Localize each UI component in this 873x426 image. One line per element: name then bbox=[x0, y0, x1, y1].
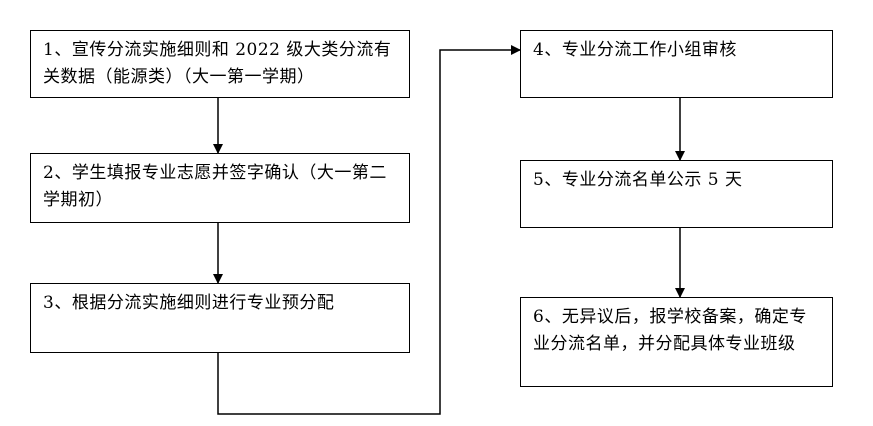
step-2-text: 2、学生填报专业志愿并签字确认（大一第二学期初） bbox=[43, 163, 387, 210]
step-5-box: 5、专业分流名单公示 5 天 bbox=[520, 160, 833, 228]
step-6-text: 6、无异议后，报学校备案，确定专业分流名单，并分配具体专业班级 bbox=[533, 307, 807, 354]
step-4-box: 4、专业分流工作小组审核 bbox=[520, 30, 833, 98]
arrow-3-to-4 bbox=[217, 45, 521, 415]
step-2-box: 2、学生填报专业志愿并签字确认（大一第二学期初） bbox=[30, 153, 410, 223]
step-3-text: 3、根据分流实施细则进行专业预分配 bbox=[43, 293, 335, 313]
step-1-box: 1、宣传分流实施细则和 2022 级大类分流有关数据（能源类）（大一第一学期） bbox=[30, 30, 410, 98]
step-6-box: 6、无异议后，报学校备案，确定专业分流名单，并分配具体专业班级 bbox=[520, 297, 833, 387]
step-4-text: 4、专业分流工作小组审核 bbox=[533, 40, 737, 60]
step-5-text: 5、专业分流名单公示 5 天 bbox=[533, 170, 743, 190]
step-1-text: 1、宣传分流实施细则和 2022 级大类分流有关数据（能源类）（大一第一学期） bbox=[43, 40, 392, 87]
step-3-box: 3、根据分流实施细则进行专业预分配 bbox=[30, 283, 410, 353]
